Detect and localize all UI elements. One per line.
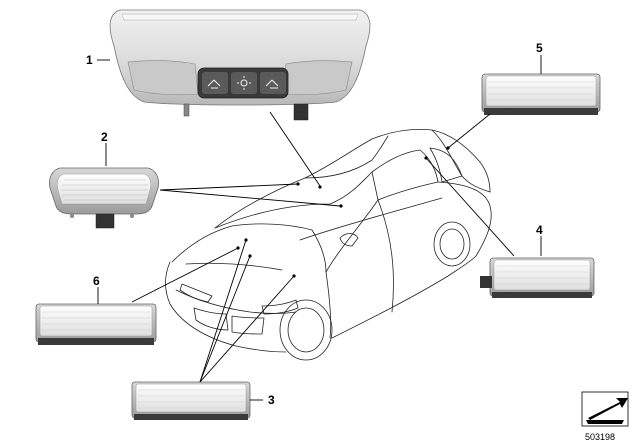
- reading-light-part-2: [49, 167, 159, 229]
- callout-3: 3: [268, 393, 275, 407]
- car-outline-icon: [165, 129, 492, 361]
- interior-light-part-5: [481, 73, 601, 115]
- callout-5: 5: [536, 41, 543, 55]
- interior-light-part-4: [480, 257, 595, 298]
- leader-lines: [97, 55, 542, 401]
- document-number: 503198: [585, 432, 615, 442]
- callout-4: 4: [536, 223, 543, 237]
- reading-light-icon: [197, 67, 289, 99]
- callout-1: 1: [86, 53, 93, 67]
- corner-arrow-icon: [581, 391, 629, 427]
- callout-2: 2: [101, 130, 108, 144]
- interior-light-icon: [131, 381, 251, 420]
- callout-6: 6: [93, 274, 100, 288]
- interior-light-part-6: [35, 303, 157, 345]
- overhead-console-part: [109, 9, 371, 121]
